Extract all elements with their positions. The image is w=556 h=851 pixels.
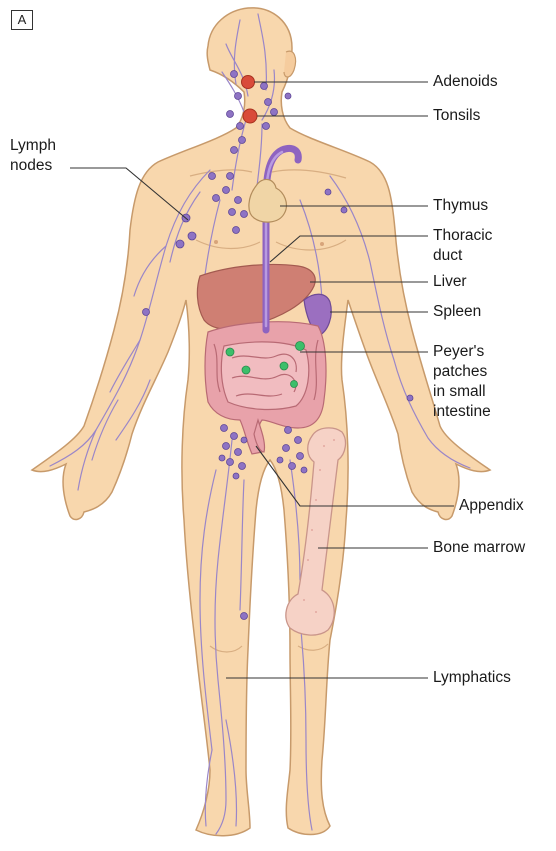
- nipple-right: [320, 242, 324, 246]
- label-lymphatics: Lymphatics: [433, 668, 511, 688]
- label-lymph-nodes-line2: nodes: [10, 156, 56, 176]
- label-peyers-line2: patches: [433, 362, 491, 382]
- adenoids: [242, 76, 255, 89]
- label-lymph-nodes-line1: Lymph: [10, 136, 56, 156]
- label-peyers-line1: Peyer's: [433, 342, 491, 362]
- label-peyers-line3: in small: [433, 382, 491, 402]
- panel-letter: A: [11, 10, 33, 30]
- label-bone-marrow: Bone marrow: [433, 538, 525, 558]
- label-liver: Liver: [433, 272, 467, 292]
- label-appendix: Appendix: [459, 496, 524, 516]
- label-peyers-patches: Peyer's patches in small intestine: [433, 342, 491, 422]
- nipple-left: [214, 240, 218, 244]
- label-thymus: Thymus: [433, 196, 488, 216]
- label-peyers-line4: intestine: [433, 402, 491, 422]
- ear: [284, 51, 296, 77]
- label-spleen: Spleen: [433, 302, 481, 322]
- small-intestine-coils: [221, 342, 308, 410]
- label-thoracic-duct-line2: duct: [433, 246, 492, 266]
- tonsils: [243, 109, 257, 123]
- label-thoracic-duct-line1: Thoracic: [433, 226, 492, 246]
- label-thoracic-duct: Thoracic duct: [433, 226, 492, 266]
- label-adenoids: Adenoids: [433, 72, 498, 92]
- label-tonsils: Tonsils: [433, 106, 480, 126]
- label-lymph-nodes: Lymph nodes: [10, 136, 56, 176]
